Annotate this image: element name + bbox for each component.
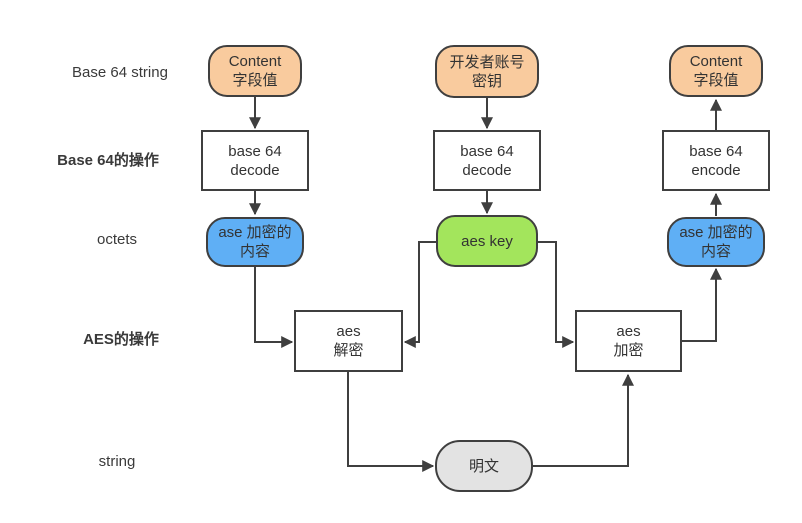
node-text: 内容 bbox=[700, 243, 731, 260]
node-text: encode bbox=[691, 161, 741, 179]
row-label-octets: octets bbox=[96, 231, 138, 248]
node-text: 字段值 bbox=[232, 72, 278, 89]
node-text: decode bbox=[230, 161, 280, 179]
connector-aeskey-to-decrypt bbox=[403, 241, 436, 348]
node-aes-encrypt: aes 加密 bbox=[575, 310, 682, 372]
row-label-string: string bbox=[98, 453, 136, 470]
node-encrypted-content-right: ase 加密的 内容 bbox=[667, 217, 765, 267]
node-text: 加密 bbox=[613, 342, 644, 359]
node-content-field-value-right: Content 字段值 bbox=[669, 45, 763, 97]
node-aes-decrypt: aes 解密 bbox=[294, 310, 403, 372]
node-text: base 64 bbox=[689, 142, 743, 160]
node-base64-decode-left: base 64 decode bbox=[201, 130, 309, 191]
node-text: 内容 bbox=[239, 243, 270, 260]
node-base64-encode-right: base 64 encode bbox=[662, 130, 770, 191]
node-text: ase 加密的 bbox=[679, 224, 753, 241]
node-text: decode bbox=[462, 161, 512, 179]
node-text: aes bbox=[616, 323, 641, 340]
node-text: 解密 bbox=[333, 342, 364, 359]
node-aes-key: aes key bbox=[436, 215, 538, 267]
row-label-base64-string: Base 64 string bbox=[72, 64, 168, 81]
connector-octets-to-aes-decrypt bbox=[254, 267, 294, 348]
node-text: 密钥 bbox=[471, 72, 502, 90]
node-text: 字段值 bbox=[693, 72, 739, 89]
node-text: base 64 bbox=[460, 142, 514, 160]
connector-plaintext-to-encrypt bbox=[533, 373, 634, 467]
node-content-field-value-left: Content 字段值 bbox=[208, 45, 302, 97]
connector-encrypt-to-octets bbox=[682, 267, 722, 342]
node-plaintext: 明文 bbox=[435, 440, 533, 492]
node-text: 开发者账号 bbox=[449, 53, 525, 71]
node-base64-decode-middle: base 64 decode bbox=[433, 130, 541, 191]
node-encrypted-content-left: ase 加密的 内容 bbox=[206, 217, 304, 267]
row-label-aes-operation: AES的操作 bbox=[83, 331, 159, 348]
node-text: aes key bbox=[461, 232, 513, 250]
node-text: base 64 bbox=[228, 142, 282, 160]
node-text: Content bbox=[689, 53, 743, 70]
node-text: ase 加密的 bbox=[218, 224, 292, 241]
node-developer-account-key: 开发者账号 密钥 bbox=[435, 45, 539, 98]
row-label-base64-operation: Base 64的操作 bbox=[57, 152, 159, 169]
node-text: aes bbox=[336, 323, 361, 340]
connector-decrypt-to-plaintext bbox=[347, 372, 435, 472]
node-text: 明文 bbox=[468, 457, 499, 475]
connector-aeskey-to-encrypt bbox=[538, 241, 575, 348]
node-text: Content bbox=[228, 53, 282, 70]
